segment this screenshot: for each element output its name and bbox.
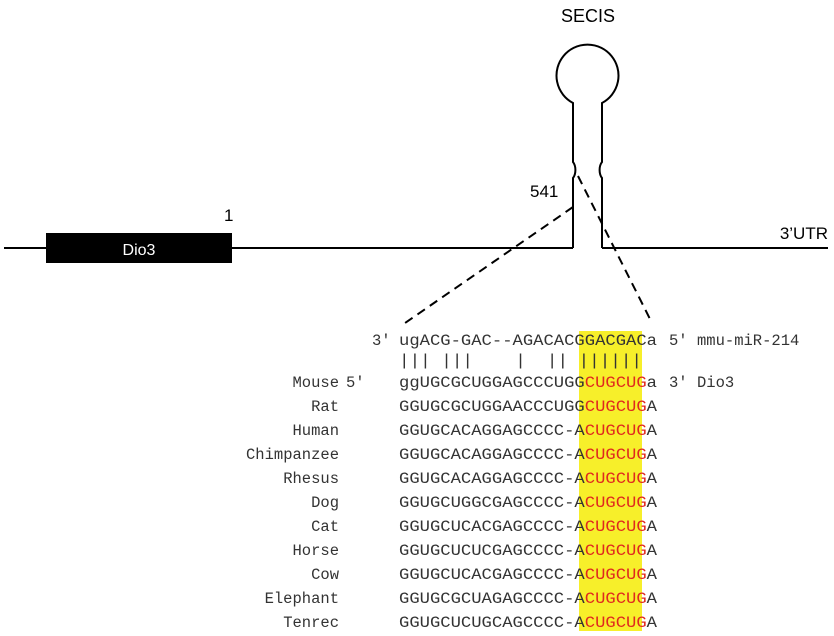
species-name: Dog [311, 494, 339, 512]
zoom-line-right [577, 175, 653, 324]
sequence-prefix: GGUGCUCACGAGCCCC-A [399, 566, 586, 584]
species-name: Rat [311, 398, 339, 416]
sequence-seed: CUGCUG [585, 542, 647, 560]
sequence-seed: CUGCUG [585, 518, 647, 536]
row-5prime: 5' [346, 374, 365, 392]
sequence-suffix: A [647, 422, 658, 440]
sequence-seed: CUGCUG [585, 590, 647, 608]
sequence-suffix: A [647, 590, 658, 608]
sequence-prefix: GGUGCACAGGAGCCCC-A [399, 470, 586, 488]
sequence-suffix: A [647, 494, 658, 512]
mirna-prefix: ugACG-GAC--AGACACG [399, 332, 585, 350]
sequence-prefix: GGUGCGCUAGAGCCCC-A [399, 590, 586, 608]
species-name: Horse [292, 542, 339, 560]
mirna-suffix: a [647, 332, 657, 350]
seed-highlight-band [579, 331, 642, 632]
mirna-3prime: 3' [372, 332, 391, 350]
sequence-suffix: A [647, 614, 658, 631]
species-name: Tenrec [283, 614, 339, 631]
sequence-prefix: GGUGCUCACGAGCCCC-A [399, 518, 586, 536]
dio3-cds-box [46, 233, 232, 263]
start-position-label: 1 [224, 206, 233, 225]
sequence-seed: CUGCUG [585, 566, 647, 584]
sequence-prefix: GGUGCACAGGAGCCCC-A [399, 446, 586, 464]
sequence-seed: CUGCUG [585, 398, 647, 416]
sequence-seed: CUGCUG [585, 614, 647, 631]
sequence-prefix: GGUGCUGGCGAGCCCC-A [399, 494, 586, 512]
species-name: Cow [311, 566, 340, 584]
gene-label: Dio3 [123, 242, 156, 259]
species-name: Cat [311, 518, 339, 536]
secis-stem-loop [555, 43, 620, 248]
zoom-line-left [404, 206, 574, 324]
sequence-prefix: GGUGCACAGGAGCCCC-A [399, 422, 586, 440]
sequence-seed: CUGCUG [585, 446, 647, 464]
sequence-prefix: GGUGCUCUCGAGCCCC-A [399, 542, 586, 560]
mirna-name: mmu-miR-214 [697, 332, 799, 350]
sequence-suffix: A [647, 542, 658, 560]
sequence-suffix: A [647, 470, 658, 488]
species-name: Mouse [292, 374, 339, 392]
mirna-5prime: 5' [669, 332, 688, 350]
species-name: Rhesus [283, 470, 339, 488]
row-gene: Dio3 [697, 374, 734, 392]
utr-label: 3’UTR [780, 224, 828, 243]
row-3prime: 3' [669, 374, 688, 392]
species-name: Chimpanzee [246, 446, 339, 464]
sequence-suffix: A [647, 446, 658, 464]
sequence-suffix: A [647, 566, 658, 584]
sequence-suffix: a [647, 374, 657, 392]
sequence-seed: CUGCUG [585, 374, 647, 392]
sequence-seed: CUGCUG [585, 422, 647, 440]
pairing-bars: ||| ||| | || |||||| [399, 352, 642, 370]
sequence-prefix: ggUGCGCUGGAGCCCUGG [399, 374, 585, 392]
sequence-seed: CUGCUG [585, 470, 647, 488]
species-name: Elephant [265, 590, 339, 608]
secis-label: SECIS [561, 6, 615, 26]
species-name: Human [292, 422, 339, 440]
sequence-prefix: GGUGCGCUGGAACCCUGG [399, 398, 585, 416]
mirna-seed: GACGAC [585, 332, 647, 350]
sequence-suffix: A [647, 398, 658, 416]
sequence-prefix: GGUGCUCUGCAGCCCC-A [399, 614, 586, 631]
sequence-seed: CUGCUG [585, 494, 647, 512]
position-541-label: 541 [530, 182, 558, 201]
sequence-suffix: A [647, 518, 658, 536]
